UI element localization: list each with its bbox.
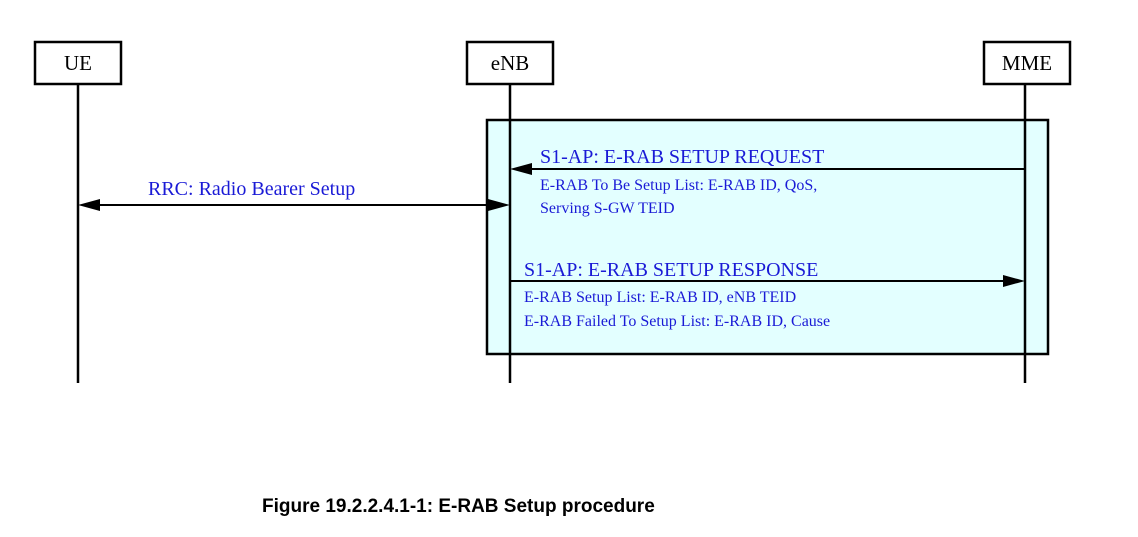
response-message: S1-AP: E-RAB SETUP RESPONSE E-RAB Setup … xyxy=(510,259,1025,330)
response-arrowhead xyxy=(1003,275,1025,287)
rrc-arrowhead-left xyxy=(78,199,100,211)
rrc-message: RRC: Radio Bearer Setup xyxy=(78,178,510,211)
s1ap-message-group xyxy=(485,118,1050,356)
rrc-title: RRC: Radio Bearer Setup xyxy=(148,178,355,200)
entity-enb: eNB xyxy=(465,40,555,86)
mme-label: MME xyxy=(1002,51,1052,75)
response-title: S1-AP: E-RAB SETUP RESPONSE xyxy=(524,259,818,281)
rrc-arrowhead-right xyxy=(488,199,510,211)
enb-label: eNB xyxy=(491,51,530,75)
request-detail-1: E-RAB To Be Setup List: E-RAB ID, QoS, xyxy=(540,177,817,194)
entity-mme: MME xyxy=(982,40,1072,86)
enb-box xyxy=(465,40,555,86)
response-detail-1: E-RAB Setup List: E-RAB ID, eNB TEID xyxy=(524,289,796,306)
entity-ue: UE xyxy=(33,40,123,86)
mme-box xyxy=(982,40,1072,86)
request-arrowhead xyxy=(510,163,532,175)
request-detail-2: Serving S-GW TEID xyxy=(540,200,675,217)
ue-box xyxy=(33,40,123,86)
ue-label: UE xyxy=(64,51,92,75)
request-message: S1-AP: E-RAB SETUP REQUEST E-RAB To Be S… xyxy=(510,146,1025,217)
response-detail-2: E-RAB Failed To Setup List: E-RAB ID, Ca… xyxy=(524,313,830,330)
request-title: S1-AP: E-RAB SETUP REQUEST xyxy=(540,146,824,168)
figure-caption: Figure 19.2.2.4.1-1: E-RAB Setup procedu… xyxy=(262,496,655,517)
